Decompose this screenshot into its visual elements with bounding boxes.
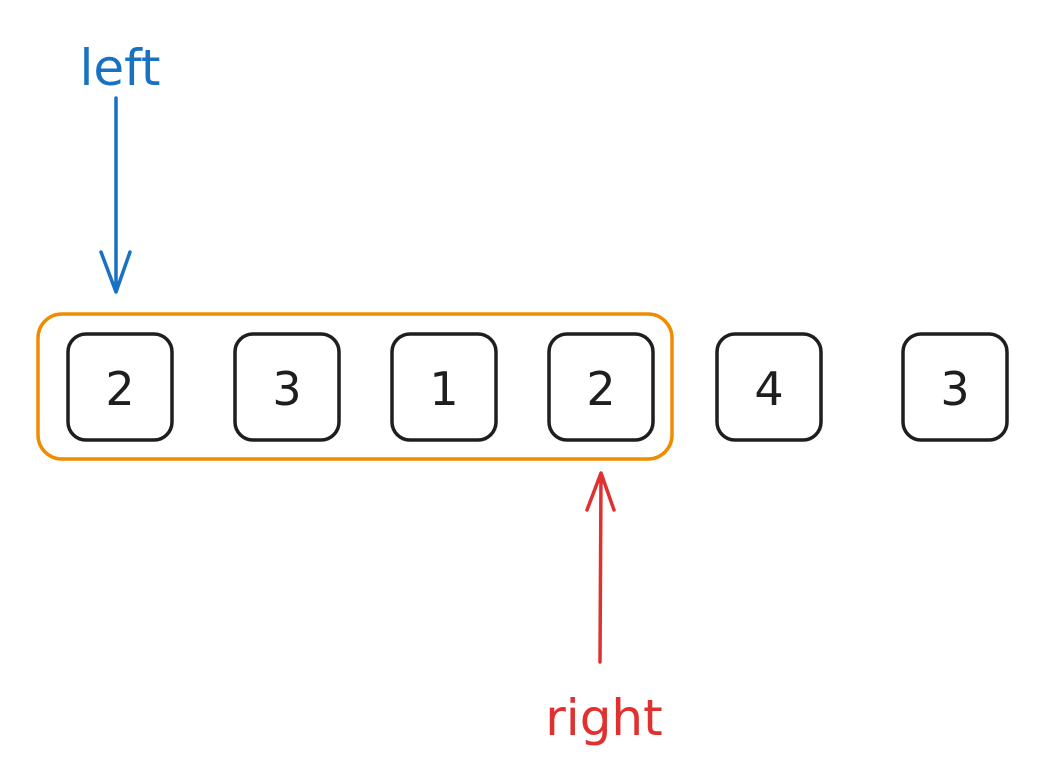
- left-pointer-arrow: [99, 96, 132, 294]
- array-cell: 1: [390, 332, 498, 442]
- right-pointer-label: right: [545, 689, 662, 747]
- right-pointer-arrow: [585, 471, 616, 664]
- array-cell-value: 2: [105, 362, 134, 416]
- array-cell-box: [715, 332, 823, 442]
- array-cell-box: [233, 332, 341, 442]
- array-cell: 4: [715, 332, 823, 442]
- array-cell: 2: [66, 332, 174, 442]
- array-cell-box: [901, 332, 1009, 442]
- array-cell-value: 3: [272, 362, 301, 416]
- array-cells: 2 3 1 2 4 3: [66, 332, 1009, 442]
- array-cell-box: [66, 332, 174, 442]
- array-cell-value: 4: [754, 362, 783, 416]
- array-cell: 2: [547, 332, 655, 442]
- left-pointer-label: left: [80, 39, 161, 97]
- window-highlight: [36, 312, 674, 461]
- array-cell-box: [547, 332, 655, 442]
- right-pointer: right: [545, 471, 663, 747]
- array-cell: 3: [901, 332, 1009, 442]
- left-pointer: left: [80, 39, 161, 294]
- array-cell-box: [390, 332, 498, 442]
- array-cell-value: 1: [429, 362, 458, 416]
- array-cell: 3: [233, 332, 341, 442]
- array-cell-value: 3: [940, 362, 969, 416]
- array-cell-value: 2: [586, 362, 615, 416]
